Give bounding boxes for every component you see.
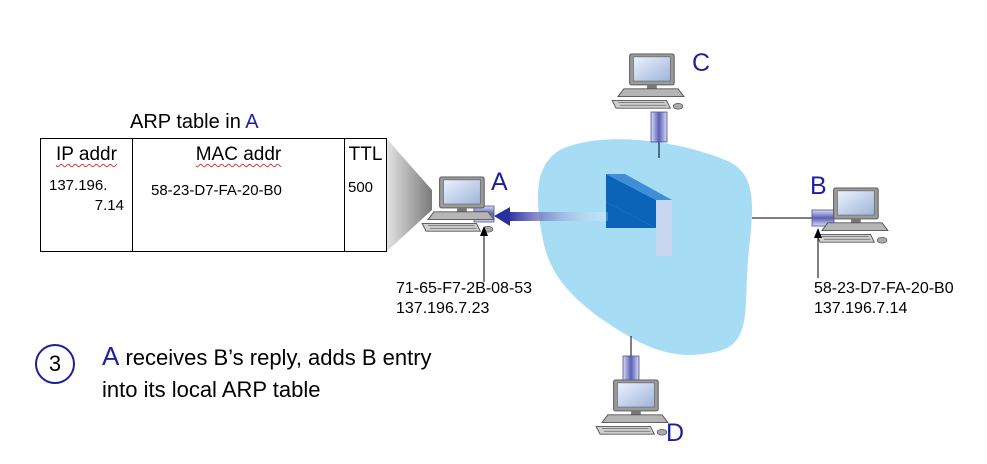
arp-table-title: ARP table in A [130,111,259,134]
cell-ip: 137.196. 7.14 [40,171,133,252]
node-label-c: C [692,49,711,77]
address-b: 58-23-D7-FA-20-B0 137.196.7.14 [814,279,954,319]
computer-a-icon [421,176,495,233]
cell-ip-line2: 7.14 [94,197,124,214]
col-ip-header: IP addr [40,138,133,171]
subnet-cloud [537,139,753,355]
table-row: 137.196. 7.14 58-23-D7-FA-20-B0 500 [40,171,387,252]
arp-table-header: IP addr MAC addr TTL [40,138,387,171]
switch-icon [606,174,672,256]
pointer-a [480,226,488,282]
col-ttl-header: TTL [344,138,387,171]
step-host: A [102,341,120,371]
computer-d-icon [595,379,669,436]
node-label-b: B [810,172,827,200]
cell-mac: 58-23-D7-FA-20-B0 [132,171,345,252]
pointer-b [814,228,822,278]
connector-d [622,355,640,383]
computer-c-icon [611,53,685,110]
step-number-badge: 3 [35,344,75,384]
cell-ttl: 500 [344,171,387,252]
mac-b: 58-23-D7-FA-20-B0 [814,280,954,297]
node-label-d: D [666,419,685,447]
arp-title-host: A [245,111,259,133]
ip-a: 137.196.7.23 [396,300,490,317]
address-a: 71-65-F7-2B-08-53 137.196.7.23 [396,279,532,319]
col-mac-header: MAC addr [132,138,345,171]
node-label-a: A [491,168,508,196]
mac-a: 71-65-F7-2B-08-53 [396,280,533,297]
step-text-line1: receives B’s reply, adds B entry [119,345,432,370]
callout-wedge [386,138,432,252]
arp-table: IP addr MAC addr TTL 137.196. 7.14 58-23… [40,138,387,252]
step-text-line2: into its local ARP table [102,377,321,402]
ip-b: 137.196.7.14 [814,300,908,317]
cell-ip-line1: 137.196. [49,177,108,194]
arp-title-prefix: ARP table in [130,111,246,133]
reply-arrow [494,207,608,226]
connector-c [650,111,668,143]
step-description: A receives B’s reply, adds B entry into i… [102,340,522,406]
